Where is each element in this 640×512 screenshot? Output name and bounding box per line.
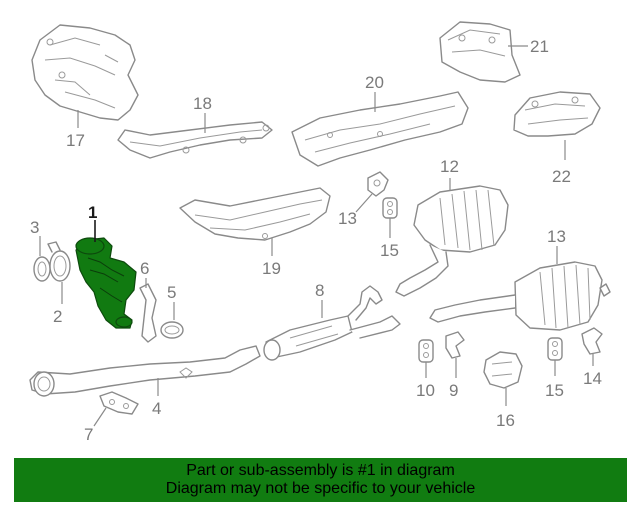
callout-2[interactable]: 2 [53,307,62,326]
callout-13[interactable]: 13 [338,209,357,228]
callout-5[interactable]: 5 [167,283,176,302]
part-16-mount[interactable] [483,351,523,389]
part-5-clamp[interactable] [160,321,184,339]
callout-11[interactable]: 12 [440,157,459,176]
part-7-bracket[interactable] [99,391,139,415]
part-2-clamp[interactable] [47,241,71,282]
callout-9[interactable]: 9 [449,381,458,400]
callout-18[interactable]: 18 [193,94,212,113]
callout-6[interactable]: 6 [140,259,149,278]
part-18-shield[interactable] [117,121,273,159]
callout-3[interactable]: 3 [30,218,39,237]
part-11-muffler[interactable] [395,185,509,297]
callout-16[interactable]: 16 [496,411,515,430]
part-4-front-pipe[interactable] [29,345,261,397]
part-1-catalytic-converter[interactable] [75,237,137,329]
part-15-hanger-upper[interactable] [382,197,398,219]
part-10-hanger[interactable] [418,339,434,363]
callout-19[interactable]: 19 [262,259,281,278]
callout-10[interactable]: 10 [416,381,435,400]
part-13-clamp[interactable] [367,171,389,197]
callout-12[interactable]: 13 [547,227,566,246]
part-22-shield[interactable] [513,91,601,137]
notice-line-1: Part or sub-assembly is #1 in diagram [186,462,455,479]
leader-13 [355,193,373,213]
exhaust-parts-diagram: 17 18 20 21 22 19 13 [29,21,611,444]
callout-17[interactable]: 17 [66,131,85,150]
leader-7 [93,407,107,427]
part-21-shield[interactable] [439,21,521,83]
callout-15a[interactable]: 15 [380,241,399,260]
part-8-intermediate-pipe[interactable] [263,285,401,361]
callout-21[interactable]: 21 [530,37,549,56]
part-notice-banner: Part or sub-assembly is #1 in diagram Di… [14,458,627,502]
part-20-heat-shield[interactable] [291,91,469,167]
part-19-heat-shield[interactable] [179,187,331,241]
part-6-bracket[interactable] [139,283,157,343]
callout-20[interactable]: 20 [365,73,384,92]
callout-4[interactable]: 4 [152,399,161,418]
notice-line-2: Diagram may not be specific to your vehi… [165,480,476,497]
part-17-heat-shield[interactable] [31,24,139,121]
part-14-bracket[interactable] [581,327,603,355]
callout-22[interactable]: 22 [552,167,571,186]
callout-15b[interactable]: 15 [545,381,564,400]
part-12-muffler[interactable] [429,261,611,331]
part-9-bracket[interactable] [445,331,465,359]
callout-14[interactable]: 14 [583,369,602,388]
callout-7[interactable]: 7 [84,425,93,444]
callout-8[interactable]: 8 [315,281,324,300]
part-3-gasket[interactable] [33,256,51,282]
part-15-hanger-lower[interactable] [547,337,563,361]
callout-1[interactable]: 1 [88,203,97,222]
